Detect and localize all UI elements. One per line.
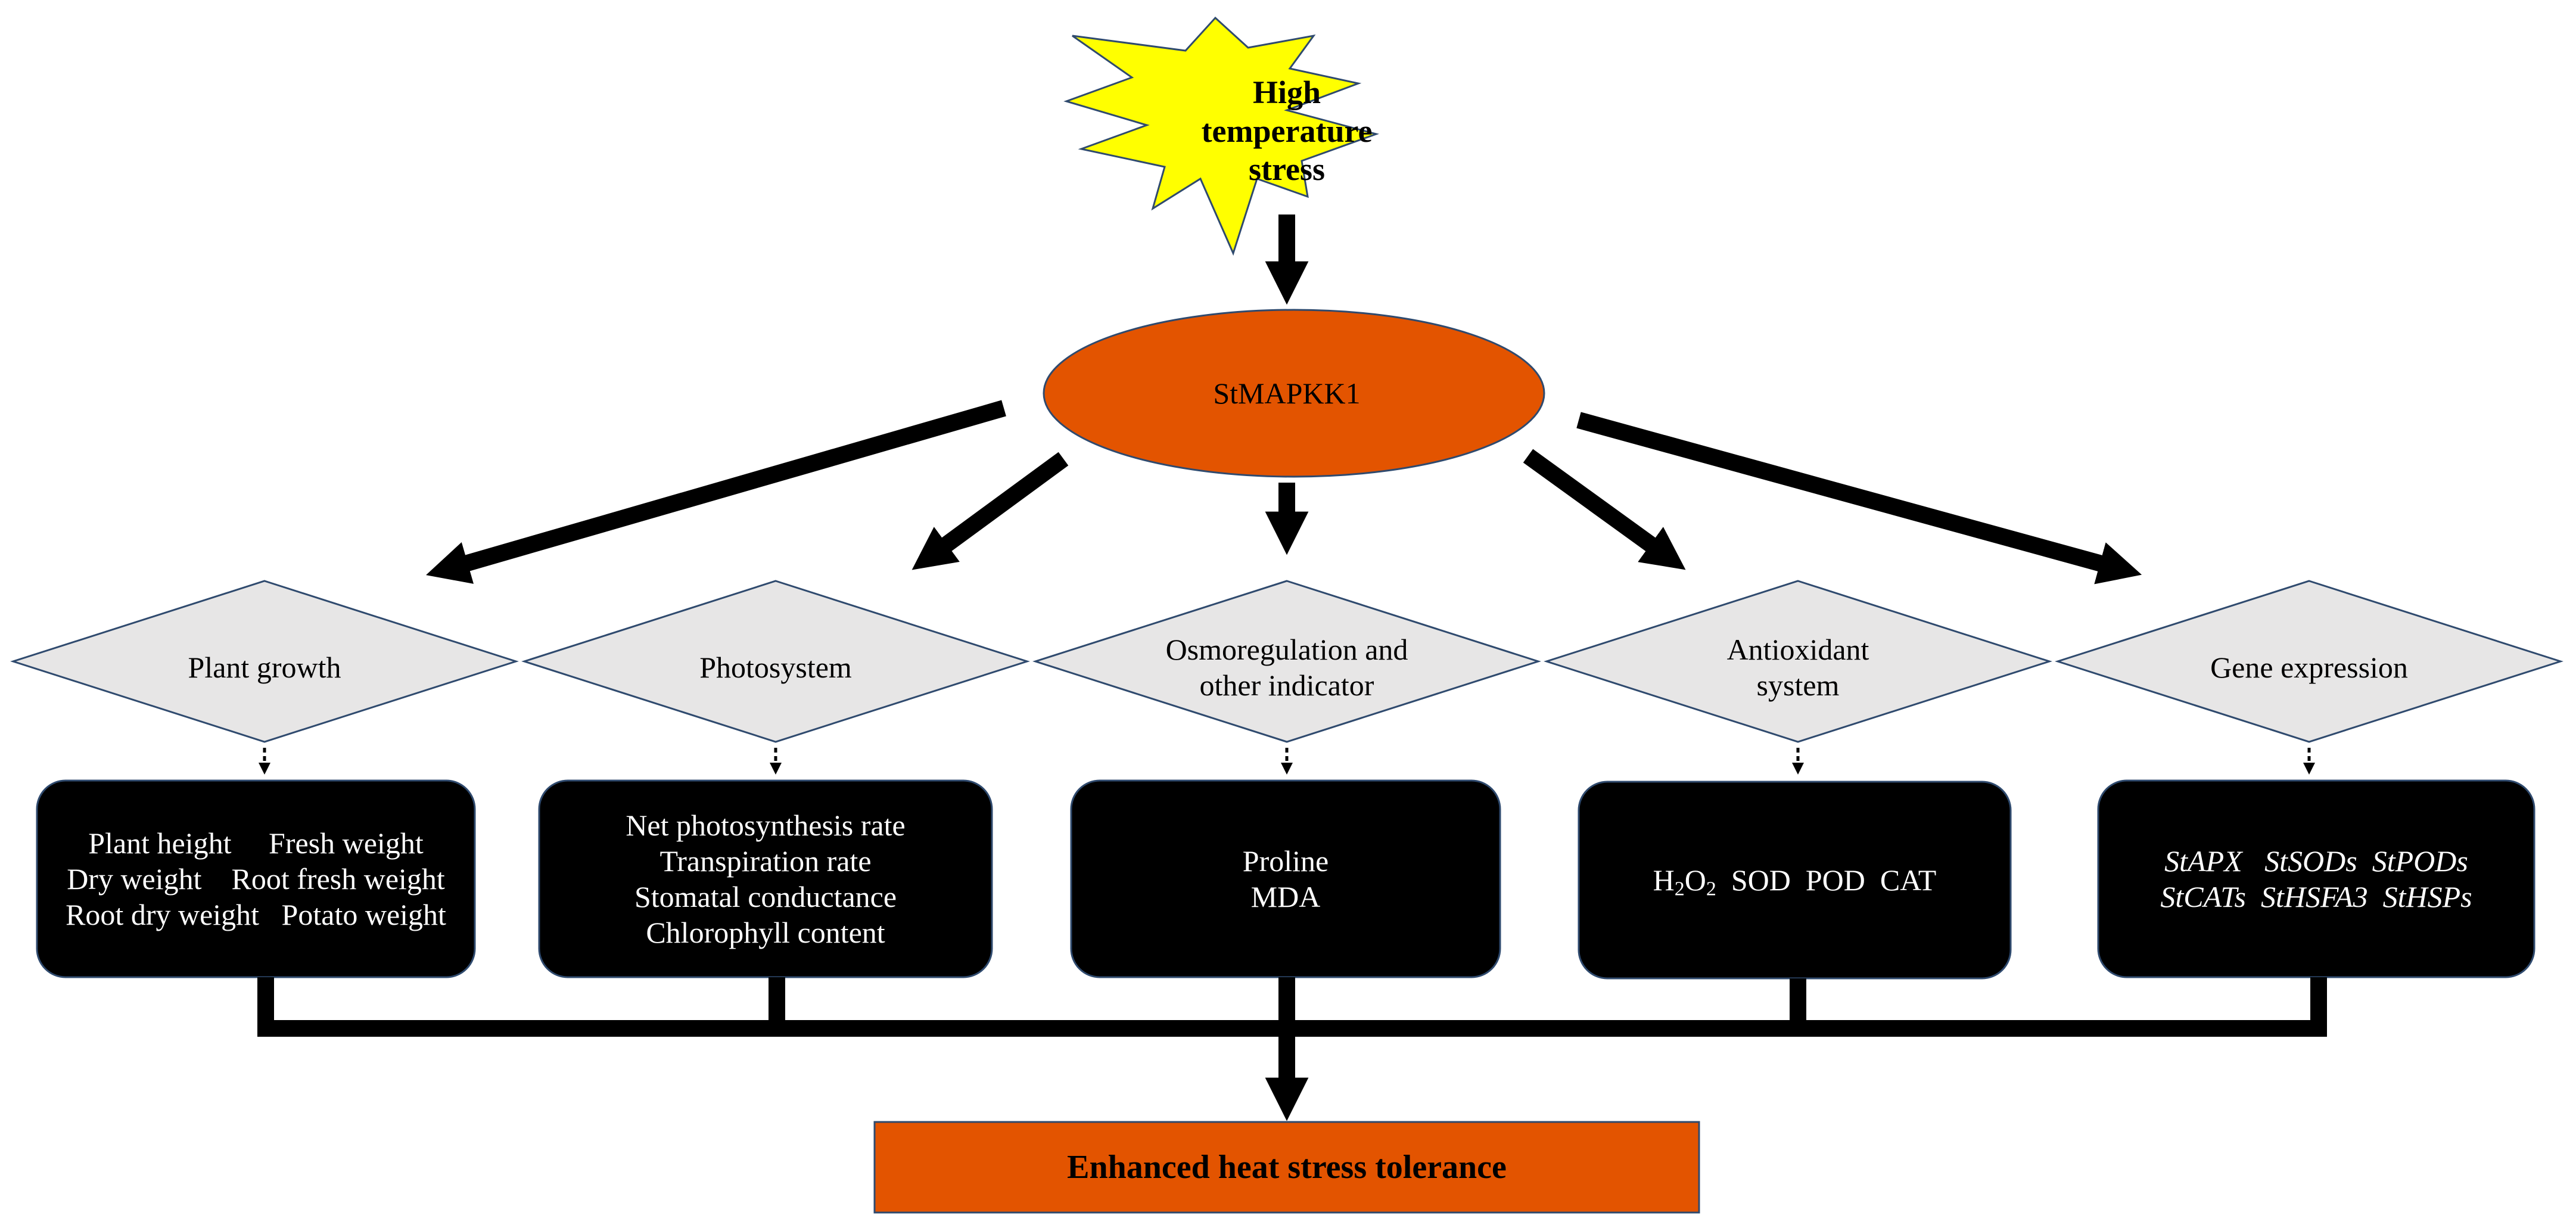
stress-line-3: stress [1249, 151, 1325, 188]
stress-line-1: High [1252, 74, 1321, 110]
box-plant-growth [36, 779, 476, 978]
box-text-photosystem: Net photosynthesis rate Transpiration ra… [539, 781, 992, 977]
diamond-antioxidant [1544, 580, 2052, 743]
formula-sub-2b: 2 [1706, 878, 1716, 900]
photosystem-line: Transpiration rate [659, 844, 872, 878]
antioxidant-formula: H2O2 SOD POD CAT [1653, 862, 1937, 900]
arrow-to-plant-growth [426, 400, 1006, 584]
gene-expression-line: StCATs StHSFA3 StHSPs [2160, 880, 2472, 913]
photosystem-line: Chlorophyll content [646, 916, 885, 949]
box-text-plant-growth: Plant height Fresh weight Dry weight Roo… [37, 781, 475, 977]
stmapkk1-label: StMAPKK1 [1213, 377, 1361, 410]
box-text-antioxidant: H2O2 SOD POD CAT [1579, 782, 2011, 978]
category-label-gene-expression: Gene expression [2210, 651, 2408, 684]
arrow-to-gene-expression [1576, 412, 2142, 585]
result-label: Enhanced heat stress tolerance [1067, 1149, 1507, 1186]
formula-o: O [1684, 863, 1706, 897]
category-label-plant-growth: Plant growth [188, 651, 341, 684]
box-text-osmoregulation: Proline MDA [1071, 781, 1500, 977]
category-label-osmoregulation: Osmoregulation and other indicator [1165, 633, 1408, 702]
osmoregulation-line: Proline [1242, 844, 1329, 878]
diamond-osmoregulation [1032, 580, 1541, 743]
connector-photosystem [769, 977, 785, 1022]
stress-line-2: temperature [1201, 113, 1373, 149]
stress-starburst [1063, 16, 1380, 256]
diamond-photosystem [521, 580, 1030, 743]
formula-sub-2: 2 [1674, 878, 1685, 900]
stmapkk1-ellipse [1043, 309, 1545, 478]
collector-bar [257, 1020, 2327, 1037]
result-box [873, 1121, 1700, 1214]
category-label-antioxidant: Antioxidant system [1726, 633, 1869, 702]
diamond-gene-expression [2055, 580, 2563, 743]
stress-label: High temperature stress [1162, 66, 1412, 197]
gene-expression-line: StAPX StSODs StPODs [2164, 844, 2468, 878]
photosystem-line: Stomatal conductance [634, 880, 897, 913]
photosystem-line: Net photosynthesis rate [626, 809, 906, 842]
arrow-to-photosystem [911, 452, 1069, 570]
osmoregulation-line: MDA [1250, 880, 1321, 913]
plant-growth-line: Dry weight Root fresh weight [67, 862, 445, 896]
box-text-gene-expression: StAPX StSODs StPODs StCATs StHSFA3 StHSP… [2098, 781, 2534, 977]
category-label-photosystem: Photosystem [699, 651, 852, 684]
formula-h: H [1653, 863, 1675, 897]
plant-growth-line: Root dry weight Potato weight [66, 898, 446, 931]
plant-growth-line: Plant height Fresh weight [88, 826, 424, 860]
arrow-to-antioxidant [1523, 449, 1686, 570]
formula-rest: SOD POD CAT [1716, 863, 1937, 897]
diamond-plant-growth [10, 580, 519, 743]
box-photosystem [538, 779, 993, 978]
